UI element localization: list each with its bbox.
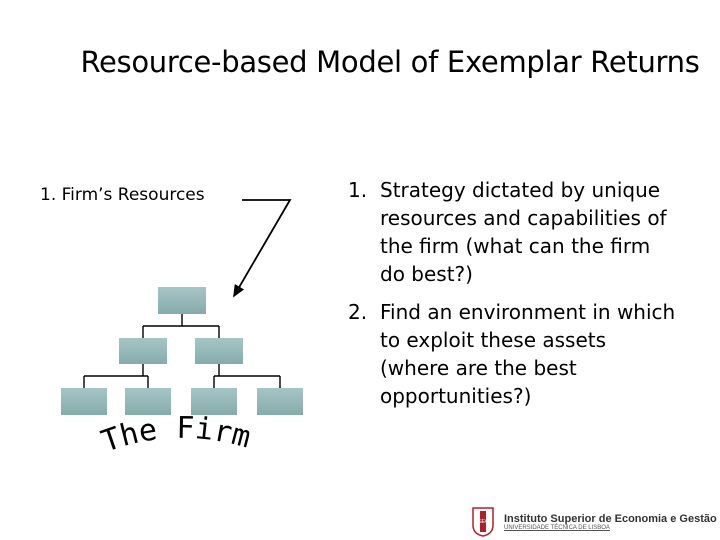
org-box-top <box>158 287 206 314</box>
org-box-bottom-3 <box>191 388 237 415</box>
org-box-mid-right <box>195 338 243 364</box>
org-box-bottom-4 <box>257 388 303 415</box>
iseg-logo-icon: ISEG <box>472 507 494 537</box>
list-item: 2. Find an environment in which to explo… <box>348 298 678 410</box>
firm-label: The Firm <box>97 411 254 460</box>
resources-label: 1. Firm’s Resources <box>40 185 205 205</box>
university-name: UNIVERSIDADE TÉCNICA DE LISBOA <box>504 525 610 531</box>
footer-branding: ISEG Instituto Superior de Economia e Ge… <box>472 506 717 538</box>
list-item: 1. Strategy dictated by unique resources… <box>348 176 678 288</box>
slide-title: Resource-based Model of Exemplar Returns <box>80 45 700 79</box>
pointer-arrow <box>233 199 292 298</box>
svg-text:ISEG: ISEG <box>477 519 489 525</box>
org-box-mid-left <box>119 338 167 364</box>
institution-name: Instituto Superior de Economia e Gestão <box>504 513 717 525</box>
list-text: Strategy dictated by unique resources an… <box>380 178 667 286</box>
org-connectors <box>83 314 281 388</box>
strategy-list: 1. Strategy dictated by unique resources… <box>348 176 678 420</box>
org-box-bottom-2 <box>125 388 171 415</box>
list-number: 1. <box>348 178 368 202</box>
org-box-bottom-1 <box>61 388 107 415</box>
list-number: 2. <box>348 300 368 324</box>
list-text: Find an environment in which to exploit … <box>380 300 676 408</box>
